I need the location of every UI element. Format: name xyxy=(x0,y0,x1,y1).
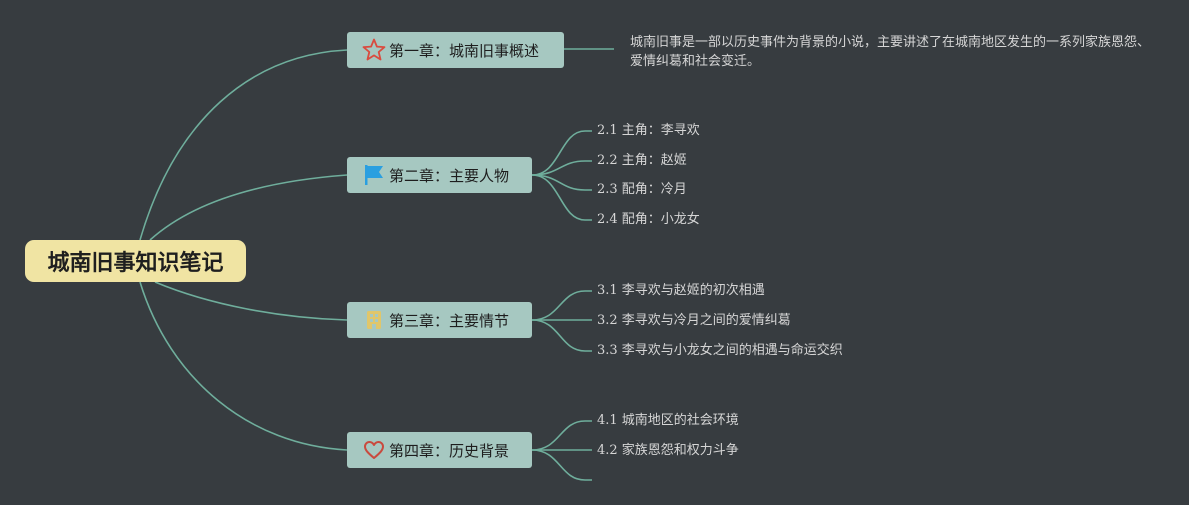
branch-root-ch1 xyxy=(139,49,348,241)
chapter-4-node[interactable]: 第四章：历史背景 xyxy=(347,432,532,468)
heart-icon xyxy=(362,438,386,462)
chapter-2-node[interactable]: 第二章：主要人物 xyxy=(347,157,532,193)
branch-ch2-leaf-4 xyxy=(531,174,592,221)
branch-root-ch2 xyxy=(149,174,348,241)
root-node[interactable]: 城南旧事知识笔记 xyxy=(25,240,246,282)
branch-ch2-leaf-3 xyxy=(531,174,592,191)
chapter-2-item-1[interactable]: 2.1 主角：李寻欢 xyxy=(597,123,700,138)
chapter-2-item-2[interactable]: 2.2 主角：赵姬 xyxy=(597,153,687,168)
chapter-1-summary: 城南旧事是一部以历史事件为背景的小说，主要讲述了在城南地区发生的一系列家族恩怨、… xyxy=(630,35,1151,69)
chapter-1-label: 第一章：城南旧事概述 xyxy=(389,41,540,60)
branch-ch2-leaf-2 xyxy=(531,160,592,176)
chapter-2-label: 第二章：主要人物 xyxy=(389,166,510,185)
flag-icon xyxy=(362,163,386,187)
chapter-3-node[interactable]: 第三章：主要情节 xyxy=(347,302,532,338)
branch-root-ch3 xyxy=(154,281,348,321)
chapter-4-item-1[interactable]: 4.1 城南地区的社会环境 xyxy=(597,413,739,428)
building-icon xyxy=(362,308,386,332)
chapter-3-label: 第三章：主要情节 xyxy=(389,311,510,330)
chapter-1-node[interactable]: 第一章：城南旧事概述 xyxy=(347,32,564,68)
branch-ch2-leaf-1 xyxy=(531,130,592,176)
chapter-4-item-2[interactable]: 4.2 家族恩怨和权力斗争 xyxy=(597,443,739,458)
branch-ch3-leaf-1 xyxy=(531,290,592,321)
branch-ch4-leaf-1 xyxy=(531,420,592,451)
root-title: 城南旧事知识笔记 xyxy=(47,251,224,276)
branch-ch4-leaf-3 xyxy=(531,449,592,481)
branch-root-ch4 xyxy=(139,281,348,451)
chapter-3-item-2[interactable]: 3.2 李寻欢与冷月之间的爱情纠葛 xyxy=(597,313,791,328)
chapter-2-item-3[interactable]: 2.3 配角：冷月 xyxy=(597,182,687,197)
star-icon xyxy=(362,38,386,62)
chapter-3-item-1[interactable]: 3.1 李寻欢与赵姬的初次相遇 xyxy=(597,283,765,298)
chapter-3-item-3[interactable]: 3.3 李寻欢与小龙女之间的相遇与命运交织 xyxy=(597,343,843,358)
chapter-4-label: 第四章：历史背景 xyxy=(389,441,510,460)
branch-ch3-leaf-3 xyxy=(531,319,592,352)
chapter-2-item-4[interactable]: 2.4 配角：小龙女 xyxy=(597,212,700,227)
